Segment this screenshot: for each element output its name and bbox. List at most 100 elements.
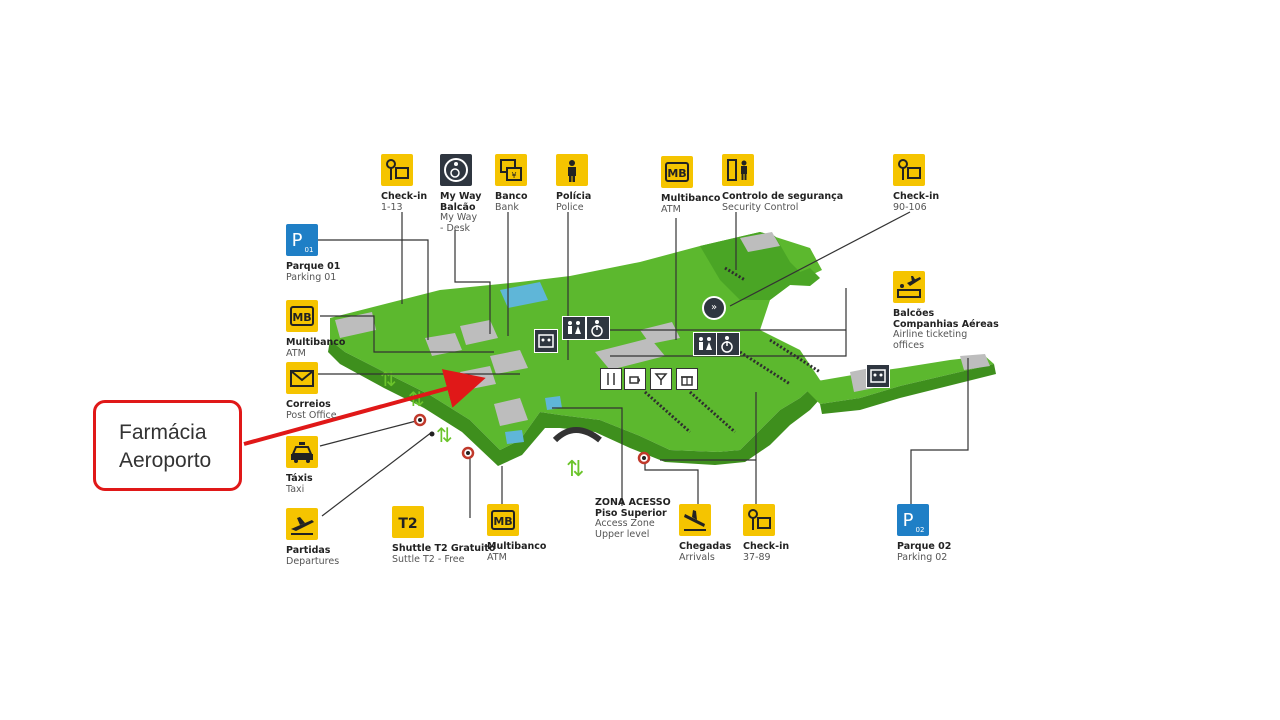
- poi-subtitle: ATM: [487, 551, 507, 563]
- svg-text:T2: T2: [398, 516, 417, 532]
- poi-title: Partidas: [286, 545, 331, 556]
- svg-text:MB: MB: [292, 311, 311, 324]
- poi-title: Multibanco: [487, 541, 547, 552]
- airline-ticket-icon: [893, 271, 925, 303]
- poi-subtitle: Departures: [286, 555, 340, 567]
- shuttle-t2-icon: T2: [392, 506, 424, 538]
- elevator-icon: [534, 329, 558, 353]
- poi-title: Correios: [286, 399, 331, 410]
- poi-subtitle: Bank: [495, 201, 519, 213]
- poi-subtitle: 1-13: [381, 201, 403, 213]
- poi-subtitle-line2: - Desk: [440, 222, 471, 234]
- poi-subtitle-line2: Upper level: [595, 528, 650, 540]
- svg-text:P: P: [292, 230, 303, 251]
- elevator-icon: [866, 364, 890, 388]
- poi-title-line1: My Way: [440, 191, 482, 202]
- poi-subtitle: Taxi: [286, 483, 305, 495]
- poi-subtitle: 90-106: [893, 201, 927, 213]
- assistance-icon: [440, 154, 472, 186]
- bus-stop-markers: [413, 413, 651, 465]
- poi-subtitle: Suttle T2 - Free: [392, 553, 465, 565]
- poi-subtitle-line1: My Way: [440, 212, 478, 223]
- restroom-icon: [562, 316, 586, 340]
- svg-text:⇅: ⇅: [408, 387, 425, 411]
- poi-subtitle: Parking 02: [897, 551, 948, 563]
- poi-title-line2: Companhias Aéreas: [893, 318, 999, 330]
- poi-title: Check-in: [743, 541, 790, 552]
- svg-text:¥: ¥: [511, 171, 516, 180]
- poi-title: Shuttle T2 Gratuito: [392, 543, 496, 554]
- poi-title: Check-in: [893, 191, 940, 202]
- callout-line2: Aeroporto: [119, 449, 212, 472]
- poi-subtitle-line1: Airline ticketing: [893, 329, 968, 340]
- svg-text:P: P: [903, 510, 914, 531]
- checkin-luggage-icon: [381, 154, 413, 186]
- pharmacy-arrow: [243, 369, 486, 446]
- poi-title: Multibanco: [661, 193, 721, 204]
- bar-icon: [650, 368, 672, 390]
- svg-text:⇅: ⇅: [566, 457, 584, 482]
- poi-subtitle: Arrivals: [679, 551, 715, 563]
- poi-subtitle: 37-89: [743, 551, 771, 563]
- poi-title-line1: ZONA ACESSO: [595, 497, 671, 508]
- svg-text:MB: MB: [493, 515, 512, 528]
- poi-subtitle-line1: Access Zone: [595, 518, 655, 529]
- security-check-icon: [722, 154, 754, 186]
- poi-title-line2: Piso Superior: [595, 507, 667, 519]
- fast-track-icon: »: [702, 296, 726, 320]
- currency-exchange-icon: ¥: [495, 154, 527, 186]
- svg-text:⇅: ⇅: [436, 423, 453, 447]
- circulation-arrows: ⇅ ⇅ ⇅ ⇅: [380, 367, 584, 482]
- wheelchair-icon: [716, 332, 740, 356]
- poi-title-line1: Balcões: [893, 308, 935, 319]
- poi-title-line2: Balcão: [440, 201, 476, 213]
- poi-title: Táxis: [286, 473, 313, 484]
- plane-arrival-icon: [679, 504, 711, 536]
- taxi-icon: [286, 436, 318, 468]
- checkin-luggage-icon: [893, 154, 925, 186]
- poi-subtitle: ATM: [661, 203, 681, 215]
- poi-subtitle: Parking 01: [286, 271, 337, 283]
- plane-departure-icon: [286, 508, 318, 540]
- poi-subtitle: Post Office: [286, 409, 337, 421]
- svg-text:01: 01: [305, 246, 314, 254]
- multibanco-icon: MB: [661, 156, 693, 188]
- poi-title: Multibanco: [286, 337, 346, 348]
- svg-text:MB: MB: [667, 167, 686, 180]
- poi-subtitle: Police: [556, 201, 584, 213]
- poi-subtitle: ATM: [286, 347, 306, 359]
- police-officer-icon: [556, 154, 588, 186]
- poi-title: Controlo de segurança: [722, 191, 844, 202]
- water-features: [500, 282, 562, 444]
- pharmacy-callout: Farmácia Aeroporto: [93, 400, 242, 491]
- envelope-icon: [286, 362, 318, 394]
- poi-subtitle: Security Control: [722, 201, 799, 213]
- poi-subtitle-line2: offices: [893, 339, 925, 351]
- multibanco-icon: MB: [487, 504, 519, 536]
- escalator: [552, 427, 602, 443]
- poi-title: Parque 01: [286, 261, 341, 272]
- checkin-luggage-icon: [743, 504, 775, 536]
